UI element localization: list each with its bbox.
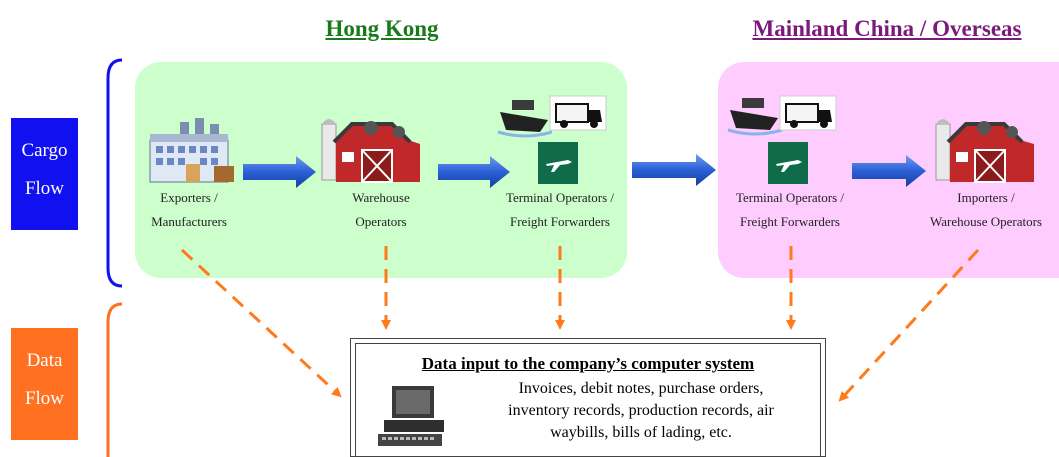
data-input-title: Data input to the company’s computer sys… — [421, 354, 755, 373]
cargo-flow-box: Cargo Flow — [11, 118, 78, 230]
barn-icon — [321, 119, 420, 183]
importers-label-line-2: Warehouse Operators — [930, 214, 1042, 229]
ship-icon — [497, 100, 553, 138]
data-flow-label-1: Data — [26, 350, 63, 371]
importers-label: Importers / Warehouse Operators — [916, 186, 1056, 234]
barn-icon — [935, 119, 1034, 183]
data-input-panel-inner: Data input to the company’s computer sys… — [355, 343, 821, 456]
exporters-label-line-1: Exporters / — [160, 190, 218, 205]
ship-icon — [727, 98, 783, 136]
data-input-body: Invoices, debit notes, purchase orders, … — [461, 378, 821, 444]
data-input-line-1: Invoices, debit notes, purchase orders, — [518, 380, 764, 397]
terminal-hk-label-line-1: Terminal Operators / — [505, 190, 615, 205]
terminal-hk-label: Terminal Operators / Freight Forwarders — [490, 186, 630, 234]
airplane-sign-icon — [768, 142, 808, 184]
exporters-label: Exporters / Manufacturers — [135, 186, 243, 234]
factory-icon — [149, 118, 234, 183]
truck-icon — [549, 95, 607, 131]
terminal-mc-label-line-1: Terminal Operators / — [735, 190, 845, 205]
data-flow-label-2: Flow — [24, 388, 65, 409]
terminal-mc-label: Terminal Operators / Freight Forwarders — [720, 186, 860, 234]
hong-kong-title: Hong Kong — [325, 16, 439, 41]
terminal-hk-label-line-2: Freight Forwarders — [509, 214, 610, 229]
airplane-sign-icon — [538, 142, 578, 184]
cargo-flow-label-2: Flow — [24, 178, 65, 199]
warehouse-label-line-2: Operators — [355, 214, 407, 229]
importers-label-line-1: Importers / — [957, 190, 1015, 205]
cargo-arrow-4 — [852, 155, 926, 187]
cargo-arrow-1 — [243, 156, 316, 188]
cargo-bracket — [106, 58, 123, 288]
data-input-line-2: inventory records, production records, a… — [508, 402, 774, 419]
data-arrow-importers — [838, 248, 980, 402]
terminal-mc-label-line-2: Freight Forwarders — [739, 214, 840, 229]
mainland-title: Mainland China / Overseas — [752, 16, 1022, 41]
cargo-flow-label-1: Cargo — [21, 140, 68, 161]
truck-icon — [779, 95, 837, 131]
warehouse-label-line-1: Warehouse — [352, 190, 410, 205]
data-input-line-3: waybills, bills of lading, etc. — [550, 424, 732, 441]
warehouse-label: Warehouse Operators — [320, 186, 442, 234]
exporters-label-line-2: Manufacturers — [151, 214, 227, 229]
cargo-arrow-2 — [438, 156, 510, 188]
data-flow-box: Data Flow — [11, 328, 78, 440]
cargo-arrow-3 — [632, 154, 716, 186]
data-arrow-exporters — [180, 248, 342, 398]
computer-icon — [378, 386, 444, 446]
data-bracket — [106, 302, 123, 457]
